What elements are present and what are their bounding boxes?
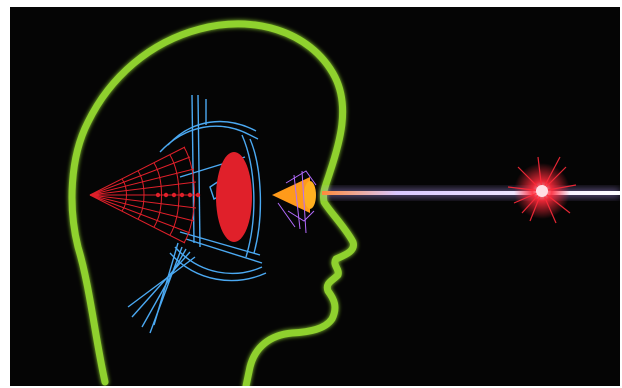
light-source-burst (508, 157, 576, 223)
pupil-cone (272, 171, 316, 233)
artwork-canvas (10, 7, 620, 386)
artwork-frame (10, 7, 620, 386)
red-lens-cone (90, 147, 252, 243)
laser-beam (322, 189, 620, 197)
